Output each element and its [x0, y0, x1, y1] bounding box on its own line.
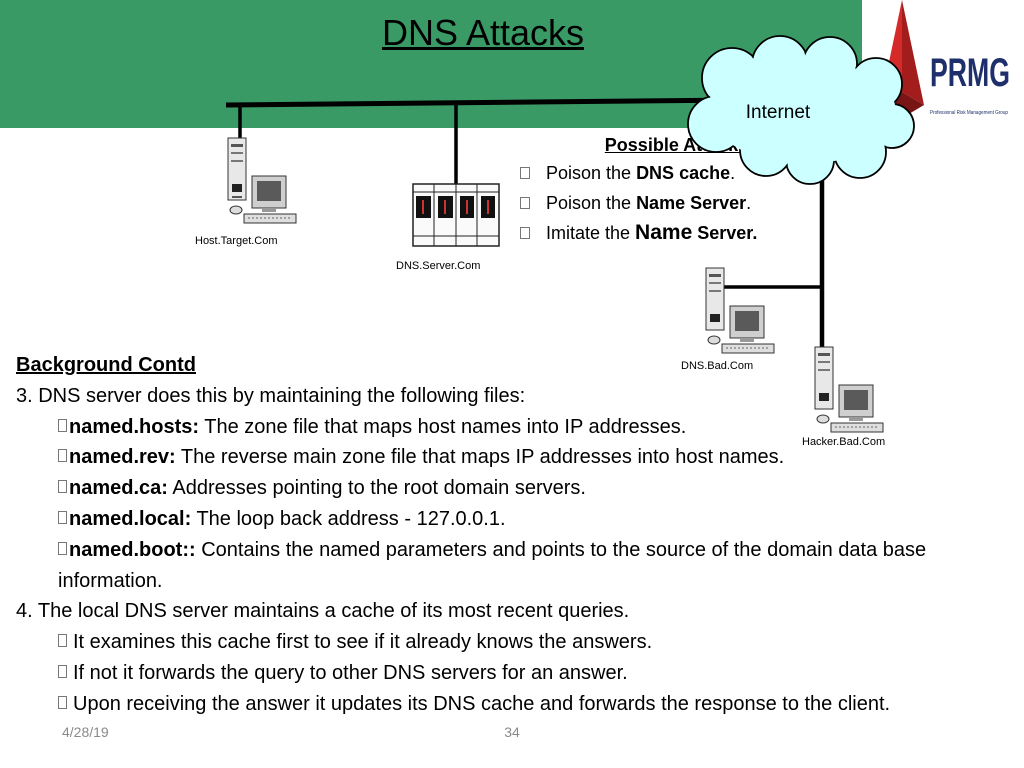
file-name: named.local:	[69, 507, 192, 530]
bullet-box-icon	[58, 480, 67, 494]
file-name: named.rev:	[69, 446, 176, 469]
bullet-box-icon	[58, 664, 67, 678]
dns-server-rack-icon	[412, 183, 500, 247]
slide-title: DNS Attacks	[381, 12, 585, 53]
dns-server-label: DNS.Server.Com	[396, 260, 481, 272]
internet-cloud-icon	[687, 35, 915, 185]
attack-item: Poison the DNS cache.	[516, 158, 816, 188]
file-item: named.hosts: The zone file that maps hos…	[16, 412, 1022, 443]
point-3: 3. DNS server does this by maintaining t…	[16, 384, 526, 407]
file-item: named.ca: Addresses pointing to the root…	[16, 473, 1022, 504]
cache-point: If not it forwards the query to other DN…	[16, 658, 1022, 689]
attack-item: Imitate the Name Server.	[516, 218, 816, 248]
attack-suffix: .	[752, 223, 758, 243]
background-heading: Background Contd	[16, 354, 196, 376]
host-target-label: Host.Target.Com	[195, 235, 278, 247]
host-target-computer-icon	[227, 137, 297, 224]
network-diagram	[225, 97, 884, 433]
file-item: named.boot:: Contains the named paramete…	[16, 535, 1022, 597]
bullet-box-icon	[58, 449, 67, 463]
bullet-box-icon	[58, 418, 67, 432]
attack-emphasis-large: Name	[635, 221, 693, 244]
file-name: named.hosts:	[69, 415, 200, 438]
cache-point-text: It examines this cache first to see if i…	[73, 631, 653, 654]
file-item: named.rev: The reverse main zone file th…	[16, 442, 1022, 473]
attack-text: Poison the	[546, 163, 637, 183]
page-number: 34	[504, 724, 520, 740]
bullet-box-icon	[520, 167, 530, 179]
file-desc: The zone file that maps host names into …	[199, 415, 687, 438]
bullet-box-icon	[58, 634, 67, 648]
file-desc: The loop back address - 127.0.0.1.	[191, 507, 506, 530]
hacker-computer-icon	[814, 346, 884, 433]
hacker-label: Hacker.Bad.Com	[802, 436, 886, 448]
cache-point-text: Upon receiving the answer it updates its…	[73, 692, 891, 715]
file-item: named.local: The loop back address - 127…	[16, 504, 1022, 535]
attack-item: Poison the Name Server.	[516, 188, 816, 218]
bullet-box-icon	[58, 541, 67, 555]
attack-text: Poison the	[546, 193, 637, 213]
file-desc: Contains the named parameters and points…	[58, 538, 927, 592]
cache-point: It examines this cache first to see if i…	[16, 627, 1022, 658]
point-4: 4. The local DNS server maintains a cach…	[16, 600, 630, 623]
dns-bad-computer-icon	[705, 267, 775, 354]
attack-suffix: .	[730, 163, 736, 183]
file-desc: The reverse main zone file that maps IP …	[175, 446, 785, 469]
bullet-box-icon	[520, 227, 530, 239]
file-name: named.boot::	[69, 538, 196, 561]
attack-emphasis: DNS cache	[636, 163, 731, 183]
attack-suffix: .	[746, 193, 752, 213]
background-section: Background Contd 3. DNS server does this…	[16, 350, 1022, 720]
footer-date: 4/28/19	[62, 724, 109, 740]
cache-point-text: If not it forwards the query to other DN…	[73, 661, 628, 684]
dns-bad-label: DNS.Bad.Com	[681, 360, 754, 372]
internet-label: Internet	[745, 102, 811, 123]
attack-text: Imitate the	[546, 223, 636, 243]
network-bus	[225, 97, 743, 108]
attack-emphasis: Name Server	[636, 193, 747, 213]
logo-text: PRMG	[930, 51, 1010, 95]
attack-emphasis: Server	[692, 223, 753, 243]
bullet-box-icon	[58, 510, 67, 524]
logo-tagline: Professional Risk Management Group	[930, 110, 1008, 116]
file-desc: Addresses pointing to the root domain se…	[167, 477, 586, 500]
cache-point: Upon receiving the answer it updates its…	[16, 689, 1022, 720]
bullet-box-icon	[58, 695, 67, 709]
bullet-box-icon	[520, 197, 530, 209]
file-name: named.ca:	[69, 477, 168, 500]
